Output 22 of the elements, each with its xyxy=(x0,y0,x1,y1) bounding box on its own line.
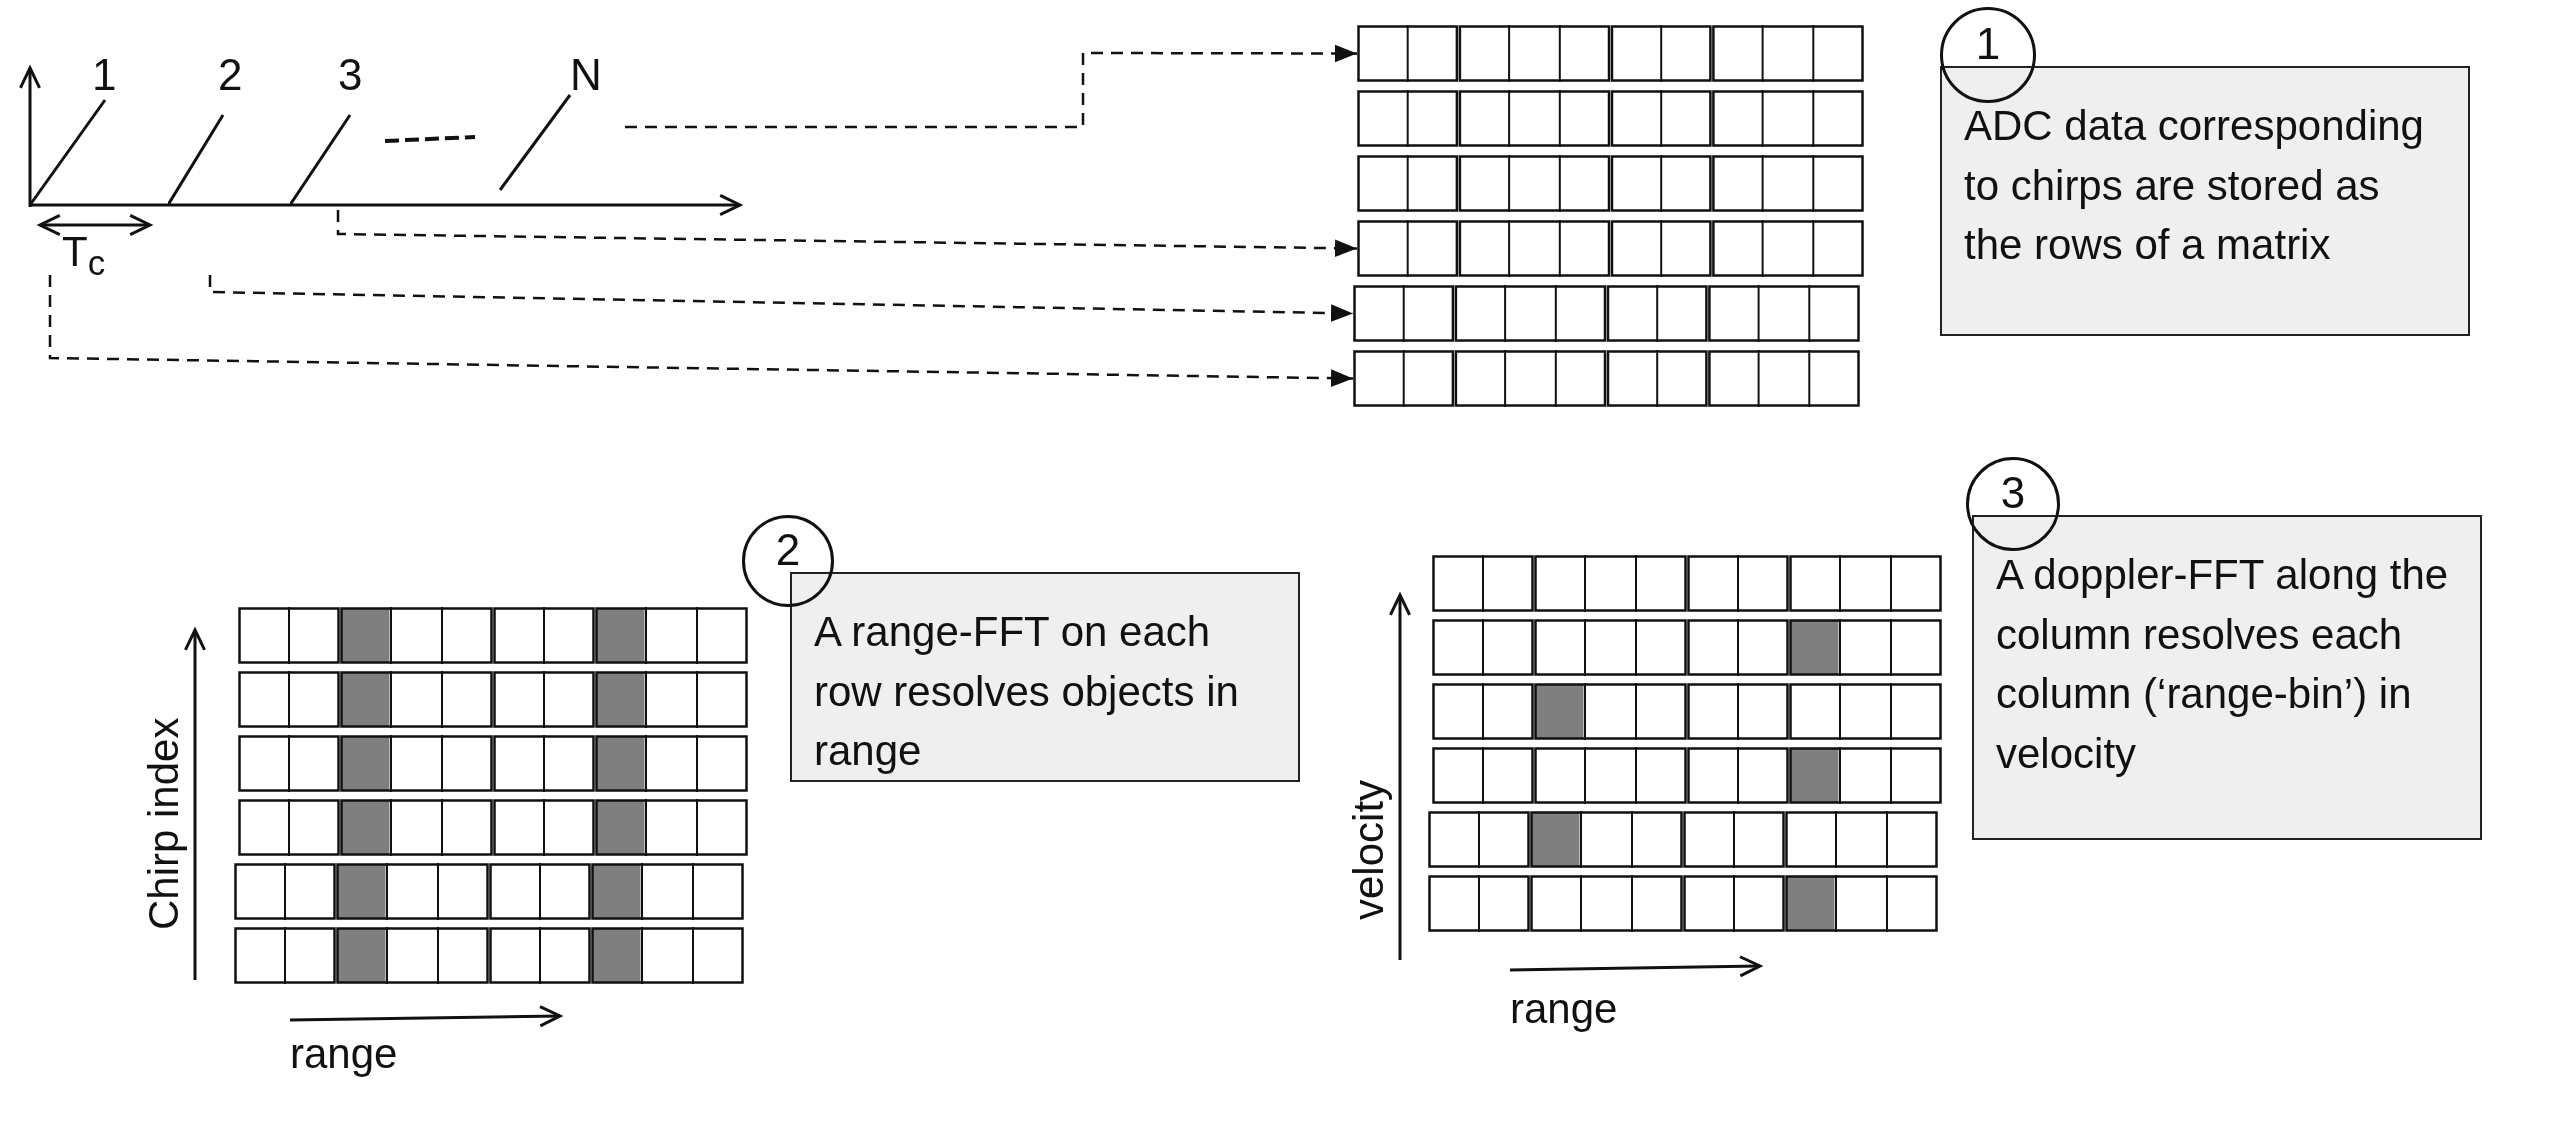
chirp-number: 2 xyxy=(218,50,243,100)
callout-box: A doppler-FFT along the column resolves each column (‘range-bin’) in velocity xyxy=(1972,515,2482,840)
callout-box: A range-FFT on each row resolves objects in range xyxy=(790,572,1300,782)
dashed-arrow xyxy=(336,210,1357,257)
matrix-row xyxy=(1357,25,1864,82)
axis-label: Chirp index xyxy=(140,717,188,930)
callout-box: ADC data corresponding to chirps are stored as the rows of a matrix xyxy=(1940,66,2470,336)
axis-label: velocity xyxy=(1345,779,1393,920)
axis-label: range xyxy=(290,1030,398,1078)
dashed-arrow xyxy=(208,275,1354,322)
axis-label: range xyxy=(1510,985,1618,1033)
chirp-number: 3 xyxy=(338,50,363,100)
matrix-row xyxy=(1353,350,1860,407)
dashed-arrow xyxy=(625,44,1357,129)
chirp-number: 1 xyxy=(92,50,117,100)
matrix-row xyxy=(1353,285,1860,342)
time-symbol: T$_{c}$ xyxy=(62,228,106,284)
chirp-number: N xyxy=(570,50,602,100)
matrix-row xyxy=(1357,90,1864,147)
matrix-row xyxy=(1357,220,1864,277)
dashed-arrow xyxy=(48,275,1353,387)
matrix-row xyxy=(1357,155,1864,212)
